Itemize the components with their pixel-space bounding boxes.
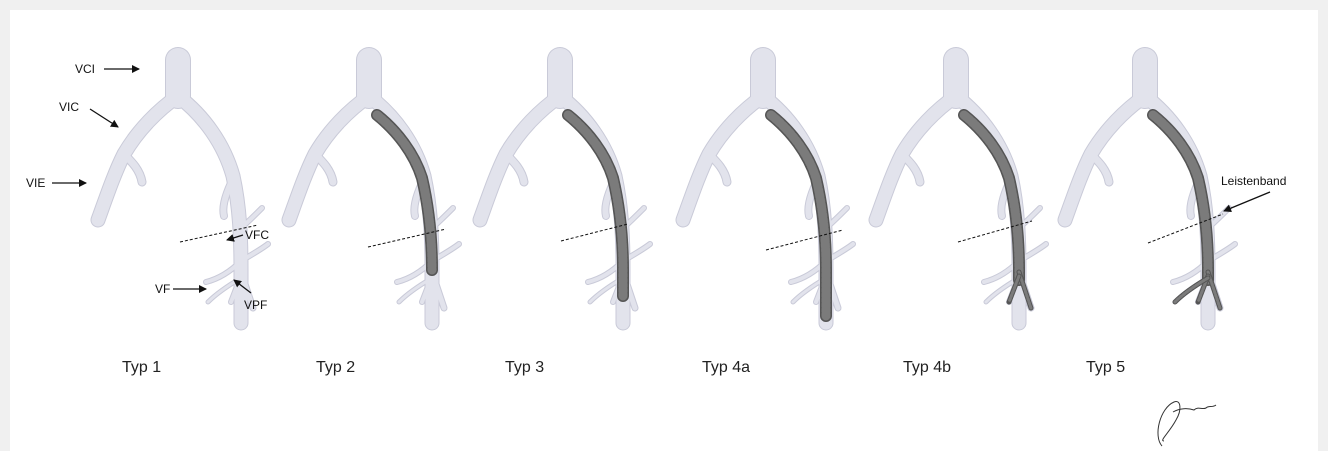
label-text: Leistenband bbox=[1221, 174, 1286, 188]
panel-caption: Typ 4b bbox=[903, 359, 951, 376]
label-inguinal-ligament: Leistenband bbox=[1221, 174, 1286, 211]
panel-caption: Typ 1 bbox=[122, 359, 161, 376]
arrow-icon bbox=[90, 109, 118, 127]
label-text: VCI bbox=[75, 62, 95, 76]
label-text: VPF bbox=[244, 298, 267, 312]
vein-tree-illustration bbox=[98, 60, 268, 323]
vein-thrombosis-diagram: Typ 1 Typ 2 Typ 3 Typ 4a Typ 4b Typ 5 VCI VIC V… bbox=[10, 10, 1318, 451]
thrombus-segment bbox=[377, 115, 432, 270]
panel-typ-1: Typ 1 bbox=[98, 60, 268, 376]
label-text: VFC bbox=[245, 228, 269, 242]
label-vic: VIC bbox=[59, 100, 118, 127]
signature-icon bbox=[1158, 401, 1216, 446]
panel-caption: Typ 2 bbox=[316, 359, 355, 376]
label-vci: VCI bbox=[75, 62, 139, 76]
label-text: VIC bbox=[59, 100, 79, 114]
label-vie: VIE bbox=[26, 176, 86, 190]
label-vf: VF bbox=[155, 282, 206, 296]
panel-typ-3: Typ 3 bbox=[480, 60, 650, 376]
panel-caption: Typ 3 bbox=[505, 359, 544, 376]
panel-typ-2: Typ 2 bbox=[289, 60, 459, 376]
label-text: VF bbox=[155, 282, 170, 296]
figure-canvas: Typ 1 Typ 2 Typ 3 Typ 4a Typ 4b Typ 5 VCI VIC V… bbox=[10, 10, 1318, 451]
panel-typ-4b: Typ 4b bbox=[876, 60, 1046, 376]
panel-caption: Typ 5 bbox=[1086, 359, 1125, 376]
arrow-icon bbox=[1224, 192, 1270, 211]
panel-typ-5: Typ 5 bbox=[1065, 60, 1235, 376]
vein-tree-illustration bbox=[289, 60, 459, 323]
label-text: VIE bbox=[26, 176, 45, 190]
panel-caption: Typ 4a bbox=[702, 359, 750, 376]
panel-typ-4a: Typ 4a bbox=[683, 60, 853, 376]
